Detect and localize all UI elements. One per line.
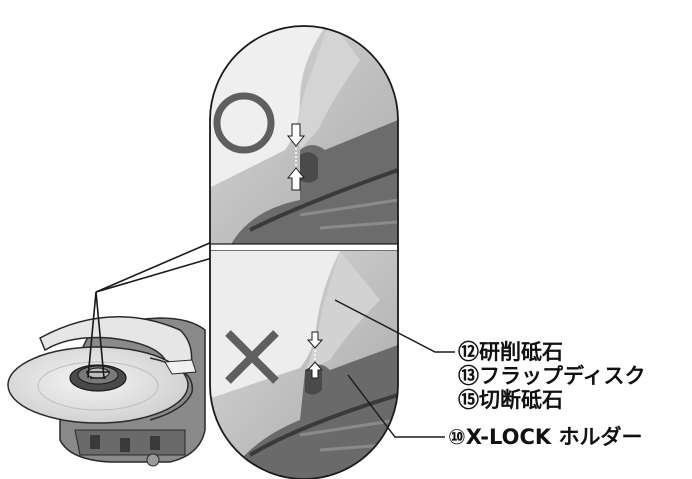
detail-capsule: [210, 26, 398, 479]
correct-circle-icon: [213, 92, 275, 154]
detail-panel-correct: [210, 26, 398, 246]
down-arrow-icon: [306, 331, 324, 349]
detail-panel-incorrect: [210, 251, 398, 479]
incorrect-cross-icon: [225, 330, 279, 384]
up-arrow-icon: [306, 361, 324, 379]
capsule-outline: [209, 25, 399, 479]
leader-lines: [334, 299, 455, 438]
callout-cutting-wheel: ⑮切断砥石: [458, 388, 563, 412]
callout-flap-disc: ⑬フラップディスク: [458, 364, 646, 388]
grinder-illustration: [7, 241, 213, 467]
callout-xlock-holder: ⑩X-LOCK ホルダー: [448, 425, 643, 449]
up-arrow-icon: [286, 167, 306, 191]
down-arrow-icon: [286, 123, 306, 147]
callout-grinding-wheel: ⑫研削砥石: [458, 340, 563, 364]
